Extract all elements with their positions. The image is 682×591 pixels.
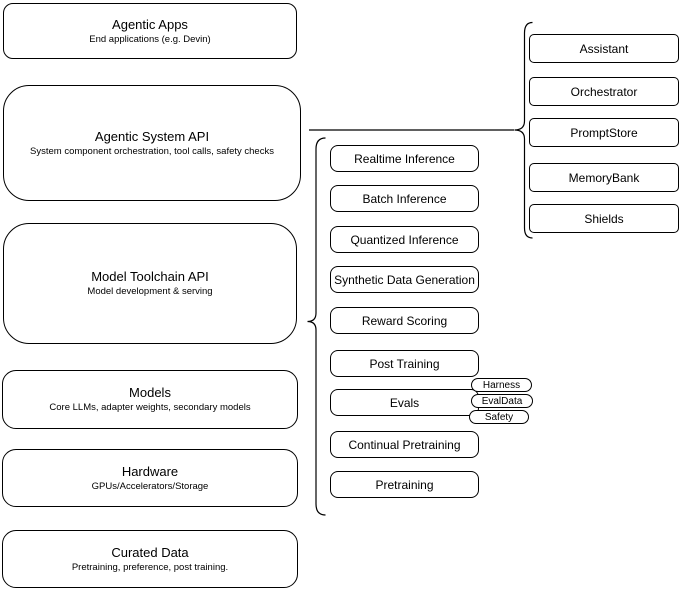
- node-model-toolchain-api: Model Toolchain API Model development & …: [3, 223, 297, 344]
- pill-evaldata: EvalData: [471, 394, 533, 408]
- node-title: Curated Data: [111, 544, 189, 560]
- pill-label: Harness: [482, 379, 521, 391]
- node-agentic-system-api: Agentic System API System component orch…: [3, 85, 301, 201]
- node-subtitle: Pretraining, preference, post training.: [71, 561, 229, 573]
- node-title: Model Toolchain API: [91, 269, 209, 284]
- node-label: Pretraining: [375, 477, 434, 492]
- node-label: Assistant: [579, 41, 629, 56]
- node-shields: Shields: [529, 204, 679, 233]
- pill-label: EvalData: [481, 395, 523, 407]
- node-hardware: Hardware GPUs/Accelerators/Storage: [2, 449, 298, 507]
- node-label: Shields: [584, 211, 624, 226]
- node-subtitle: System component orchestration, tool cal…: [30, 145, 274, 157]
- pill-label: Safety: [484, 411, 514, 423]
- pill-harness: Harness: [471, 378, 532, 392]
- node-realtime-inference: Realtime Inference: [330, 145, 479, 172]
- node-label: Orchestrator: [570, 84, 638, 99]
- node-assistant: Assistant: [529, 34, 679, 63]
- node-orchestrator: Orchestrator: [529, 77, 679, 106]
- node-title: Hardware: [121, 463, 179, 479]
- node-title: Models: [129, 385, 171, 400]
- node-agentic-apps: Agentic Apps End applications (e.g. Devi…: [3, 3, 297, 59]
- node-label: Continual Pretraining: [348, 437, 461, 452]
- node-subtitle: GPUs/Accelerators/Storage: [91, 480, 209, 492]
- node-label: Post Training: [369, 356, 440, 371]
- node-label: Reward Scoring: [361, 313, 448, 328]
- node-reward-scoring: Reward Scoring: [330, 307, 479, 334]
- node-promptstore: PromptStore: [529, 118, 679, 147]
- node-batch-inference: Batch Inference: [330, 185, 479, 212]
- node-subtitle: End applications (e.g. Devin): [89, 33, 211, 45]
- node-post-training: Post Training: [330, 350, 479, 377]
- toolchain-group-brace: [307, 137, 326, 516]
- node-label: Realtime Inference: [354, 151, 455, 166]
- node-label: Synthetic Data Generation: [334, 272, 475, 287]
- node-title: Agentic System API: [94, 128, 210, 144]
- node-continual-pretraining: Continual Pretraining: [330, 431, 479, 458]
- node-synthetic-data-generation: Synthetic Data Generation: [330, 266, 479, 293]
- node-memorybank: MemoryBank: [529, 163, 679, 192]
- node-evals: Evals: [330, 389, 479, 416]
- node-subtitle: Model development & serving: [87, 286, 213, 297]
- node-label: Evals: [389, 395, 420, 410]
- pill-safety: Safety: [469, 410, 529, 424]
- system-group-brace: [514, 21, 533, 239]
- node-models: Models Core LLMs, adapter weights, secon…: [2, 370, 298, 429]
- node-subtitle: Core LLMs, adapter weights, secondary mo…: [49, 402, 251, 413]
- node-label: Batch Inference: [362, 191, 447, 206]
- node-label: PromptStore: [570, 125, 638, 140]
- node-label: MemoryBank: [568, 170, 640, 185]
- node-label: Quantized Inference: [350, 232, 459, 247]
- node-curated-data: Curated Data Pretraining, preference, po…: [2, 530, 298, 588]
- node-pretraining: Pretraining: [330, 471, 479, 498]
- node-title: Agentic Apps: [112, 16, 188, 32]
- node-quantized-inference: Quantized Inference: [330, 226, 479, 253]
